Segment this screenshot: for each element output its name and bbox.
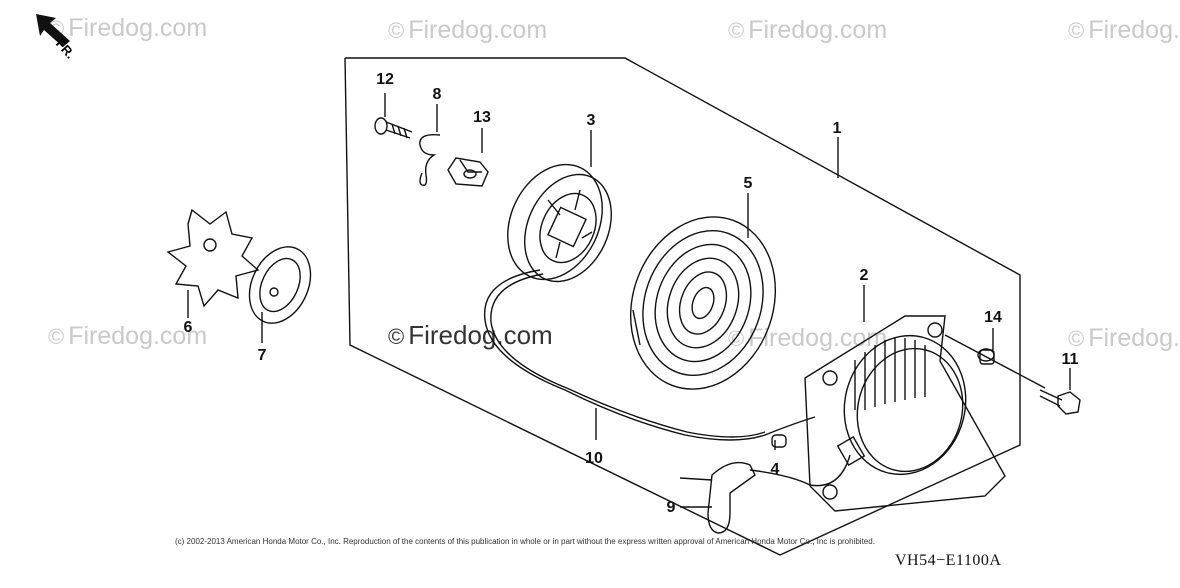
part-9-handle [679, 454, 851, 534]
part-10-rope [483, 269, 816, 441]
callout-1: 1 [832, 120, 842, 137]
part-11-bolt [1039, 389, 1081, 415]
callout-3: 3 [586, 112, 596, 129]
part-3-reel [507, 163, 612, 283]
part-12-bolt [374, 117, 413, 139]
callout-10: 10 [585, 450, 603, 467]
watermark: ©Firedog.com [388, 320, 553, 350]
part-6-plate [166, 208, 260, 308]
callout-14: 14 [984, 309, 1002, 326]
part-5-spring [629, 216, 777, 390]
callout-7: 7 [257, 347, 267, 364]
watermark: ©Firedog.com [728, 16, 888, 44]
callout-11: 11 [1061, 351, 1079, 368]
watermark: ©Firedog.com [48, 322, 208, 350]
callout-4: 4 [770, 461, 780, 478]
watermark: ©Firedog.com [1068, 324, 1180, 352]
copyright-notice: (c) 2002-2013 American Honda Motor Co., … [175, 537, 875, 546]
callout-12: 12 [376, 71, 394, 88]
assembly-outline [344, 57, 1021, 556]
watermark: ©Firedog.com [388, 16, 548, 44]
watermark: ©Firedog.com [1068, 16, 1180, 44]
part-14-collar [977, 348, 995, 365]
diagram-code: VH54−E1100A [895, 552, 1002, 569]
part-2-housing [804, 315, 1006, 512]
callout-2: 2 [859, 267, 869, 284]
callout-8: 8 [432, 86, 442, 103]
callout-13: 13 [473, 109, 491, 126]
callout-5: 5 [743, 175, 753, 192]
arrow-up-left-icon [36, 14, 70, 47]
callout-6: 6 [183, 319, 193, 336]
callout-9: 9 [666, 499, 676, 516]
part-7-pulley [248, 246, 312, 324]
part-13-ratchet [447, 157, 489, 187]
part-4-collar [771, 434, 787, 448]
part-8-clip [419, 134, 441, 186]
